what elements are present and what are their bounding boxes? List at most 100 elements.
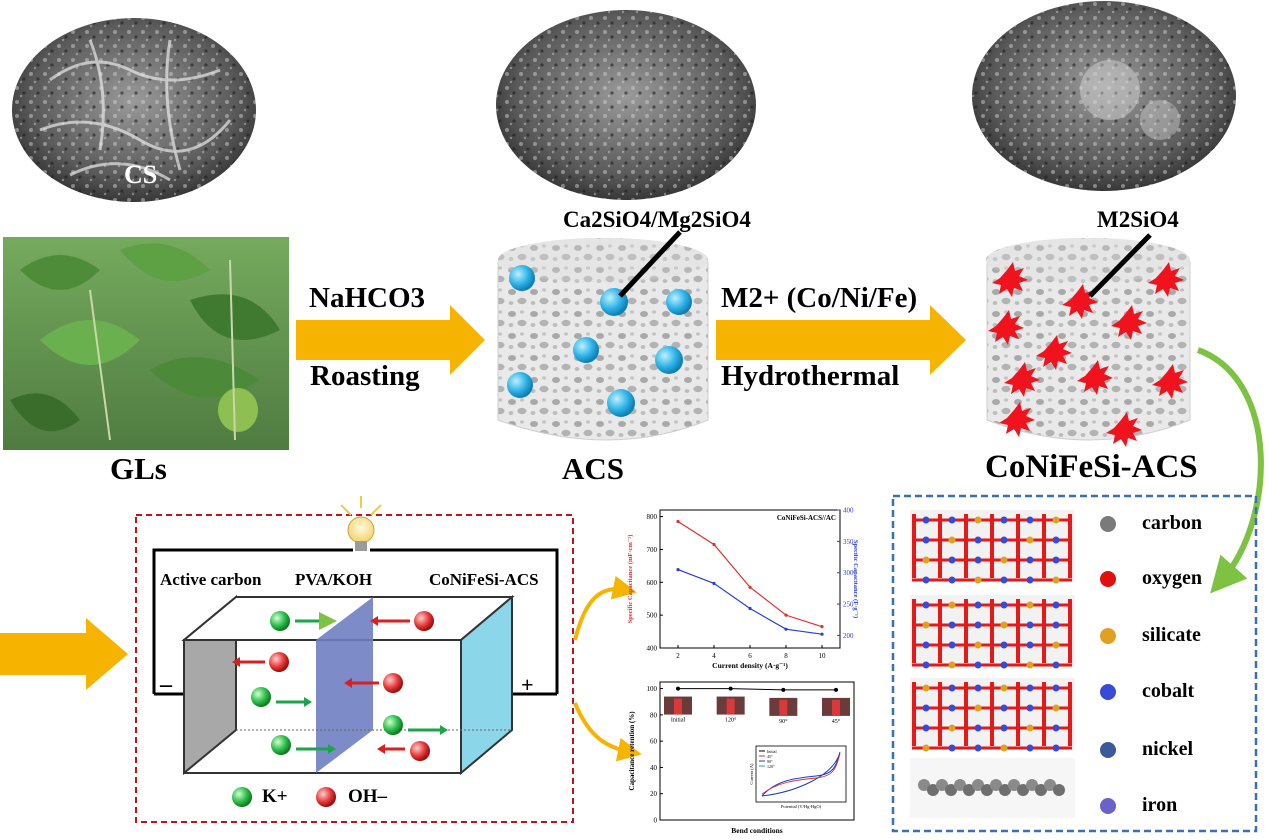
atom (1000, 621, 1008, 629)
data-point (728, 686, 733, 691)
atom (1052, 704, 1060, 712)
atom-name: cobalt (1142, 680, 1195, 702)
atom (922, 516, 930, 524)
atom (1000, 516, 1008, 524)
inset-legend-label: Initial (767, 749, 777, 754)
data-point (748, 606, 752, 611)
atom-dot (1100, 798, 1116, 814)
data-point (676, 567, 680, 572)
category-label: 120° (725, 717, 737, 724)
data-point (784, 627, 788, 631)
atom (948, 556, 956, 564)
atom (948, 684, 956, 692)
inset-curve (761, 751, 841, 797)
atom-dot (1100, 684, 1116, 700)
plot-area (659, 509, 841, 649)
y-right-tick-label: 350 (843, 538, 854, 546)
carbon-atom (1026, 779, 1038, 791)
sem-label-m2sio4: M2SiO4 (1097, 207, 1179, 232)
acs-cylinder (497, 230, 709, 441)
atom (1052, 724, 1060, 732)
x-tick-label: 2 (676, 652, 680, 660)
x-axis-label: Current density (A·g⁻¹) (712, 661, 788, 670)
y-left-tick-label: 800 (647, 513, 658, 521)
x-tick-label: 6 (748, 652, 752, 660)
atom (922, 556, 930, 564)
y-left-tick-label: 500 (647, 612, 658, 620)
crystal-structure (910, 510, 1075, 818)
legend-k: K+ (262, 786, 288, 807)
step1-process: Roasting (310, 360, 420, 392)
data-point (676, 519, 680, 524)
data-point (781, 687, 786, 692)
atom (1026, 516, 1034, 524)
y-right-axis-label: Specific Capacitance (F·g⁻¹) (852, 540, 858, 618)
atom (948, 661, 956, 669)
inset-legend-label: 120° (767, 764, 775, 769)
device-label-coni: CoNiFeSi-ACS (429, 570, 539, 589)
arrow-into-device (0, 618, 128, 690)
x-tick-label: 4 (712, 652, 716, 660)
data-point (712, 581, 716, 585)
atom (974, 684, 982, 692)
device-box (135, 514, 574, 823)
atom (1052, 601, 1060, 609)
atom-name: silicate (1142, 624, 1201, 646)
carbon-atom (1044, 779, 1056, 791)
data-point (748, 585, 752, 589)
carbon-atom (972, 779, 984, 791)
atom (922, 536, 930, 544)
data-point (676, 686, 680, 691)
atom (1026, 661, 1034, 669)
atom (974, 661, 982, 669)
atom (974, 621, 982, 629)
step2-reagent: M2+ (Co/Ni/Fe) (721, 282, 918, 314)
atom (922, 744, 930, 752)
y-tick-label: 40 (650, 764, 658, 772)
atom (1052, 576, 1060, 584)
chart-title: CoNiFeSi-ACS//AC (777, 514, 836, 522)
data-point (834, 687, 838, 692)
atom (1052, 684, 1060, 692)
atom (948, 536, 956, 544)
atom-dot (1100, 742, 1116, 758)
atom (922, 704, 930, 712)
y-axis-label: Capacitance retention (%) (628, 711, 636, 791)
atom-name: oxygen (1142, 567, 1202, 589)
atom (974, 556, 982, 564)
atom (974, 576, 982, 584)
atom-dot (1100, 628, 1116, 644)
step2-process: Hydrothermal (721, 360, 900, 392)
inset-y-label: Current (A) (749, 763, 754, 785)
atom (1052, 661, 1060, 669)
y-left-tick-label: 400 (647, 645, 658, 653)
data-point (820, 625, 824, 629)
atom (1026, 724, 1034, 732)
atom (922, 621, 930, 629)
y-left-tick-label: 600 (647, 579, 658, 587)
atom (1026, 556, 1034, 564)
bend-photo-strip (832, 699, 840, 716)
atom-dot (1100, 516, 1116, 532)
atom-name: iron (1142, 794, 1178, 816)
atom-name: nickel (1142, 738, 1194, 760)
atom (1026, 536, 1034, 544)
y-right-tick-label: 250 (843, 601, 854, 609)
y-tick-label: 20 (650, 790, 658, 798)
stage-label-gls: GLs (110, 451, 167, 486)
atom (974, 536, 982, 544)
sem-label-cs: CS (124, 160, 158, 189)
atom (1000, 641, 1008, 649)
y-right-tick-label: 300 (843, 569, 854, 577)
carbon-atom (981, 784, 993, 796)
y-tick-label: 60 (650, 738, 658, 746)
green-curve-arrow (1196, 347, 1264, 594)
atom (1026, 576, 1034, 584)
plant-photo (3, 237, 289, 450)
atom (1052, 556, 1060, 564)
stage-label-acs: ACS (562, 451, 625, 486)
atom-name: carbon (1142, 512, 1202, 534)
y-left-axis-label: Specific Capacitance (mF·cm⁻²) (627, 535, 634, 624)
